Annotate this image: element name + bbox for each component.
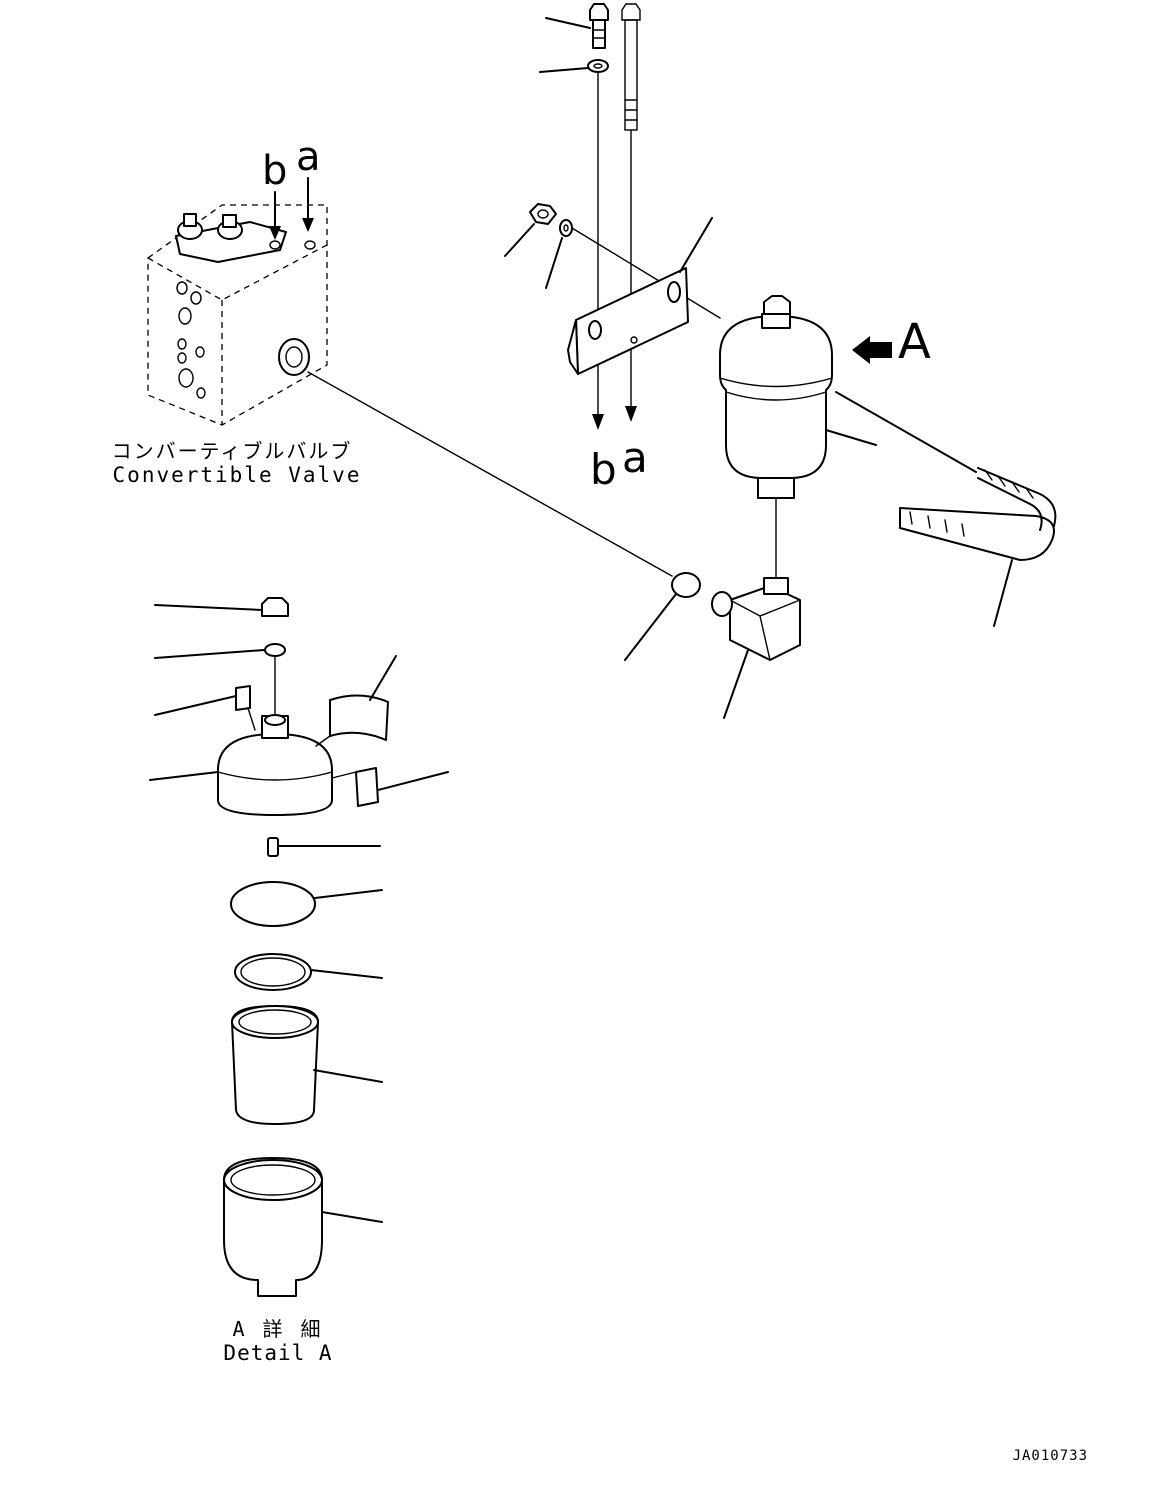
valve-caption-jp: コンバーティブルバルブ [112, 439, 353, 463]
detail-a [149, 597, 449, 1297]
valve-caption-en: Convertible Valve [113, 463, 362, 487]
drawing-number: JA010733 [1013, 1448, 1088, 1464]
elbow-fitting [711, 577, 801, 719]
view-arrow-label: A [898, 314, 931, 370]
mounting-bolts [504, 3, 721, 430]
hose [835, 391, 1057, 627]
port-b-label: b [262, 148, 287, 194]
view-arrow-a: A [852, 314, 931, 370]
filter-assembly [719, 295, 877, 581]
o-ring [307, 371, 701, 661]
port-arrows-valve: b a [262, 134, 321, 240]
detail-caption-en: Detail A [223, 1341, 332, 1365]
convertible-valve [147, 204, 328, 426]
bracket-port-a: a [622, 433, 648, 482]
port-a-label: a [296, 134, 321, 180]
detail-caption-jp: A 詳 細 [232, 1317, 323, 1341]
bracket [567, 217, 713, 375]
bracket-port-b: b [590, 445, 617, 494]
